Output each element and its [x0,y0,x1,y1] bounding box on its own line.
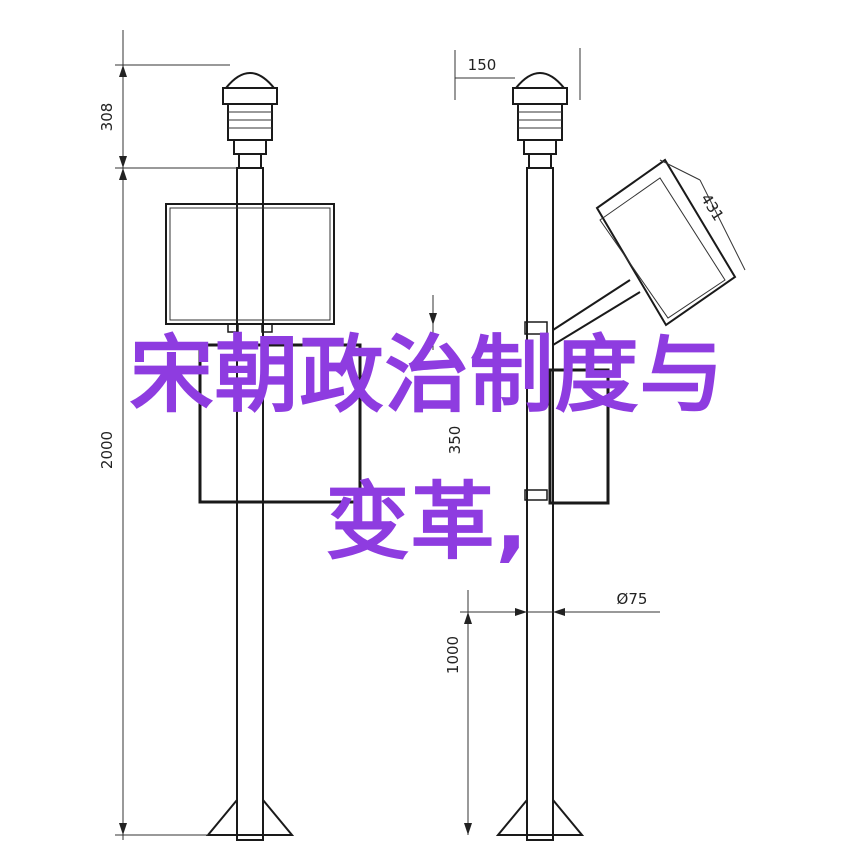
dim-308: 308 [98,103,116,132]
left-dimension-lines [115,30,237,840]
right-pole-assembly [495,72,737,841]
left-cabinet [198,343,362,504]
right-solar-panel [552,158,737,346]
dim-2000: 2000 [98,431,116,469]
dim-350: 350 [446,426,464,455]
left-sensor-head [222,72,278,169]
right-dimension-lines [429,48,746,835]
left-pole-base [205,799,295,836]
dim-1000: 1000 [444,636,462,674]
left-display-board [165,203,335,325]
dim-150: 150 [468,56,497,74]
right-sensor-head [512,72,568,169]
left-pole-assembly [165,72,362,841]
right-pole-base [495,799,585,836]
dim-diameter-75: Ø75 [617,590,648,608]
left-pole [236,167,264,841]
right-cabinet [548,368,610,505]
dim-431: 431 [697,190,727,224]
